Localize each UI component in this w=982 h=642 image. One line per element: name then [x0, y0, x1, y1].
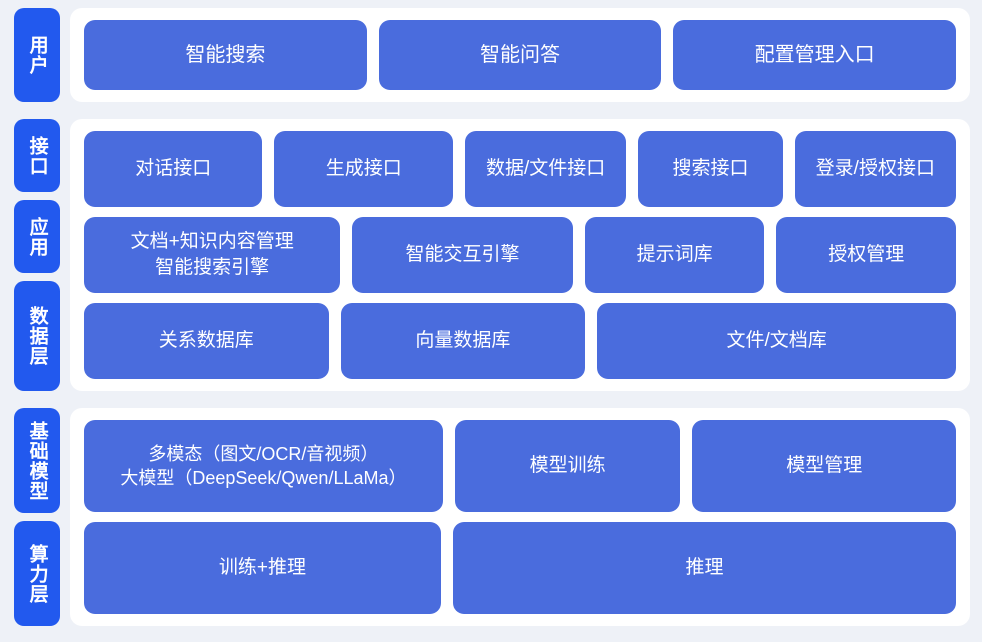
- layer-label-foundation-model[interactable]: 基础模型: [14, 408, 60, 513]
- label-column-user: 用户: [14, 8, 60, 102]
- panel-middle: 对话接口 生成接口 数据/文件接口 搜索接口 登录/授权接口 文档+知识内容管理…: [70, 119, 970, 391]
- box-authorization-management[interactable]: 授权管理: [776, 217, 957, 293]
- layer-label-application[interactable]: 应用: [14, 200, 60, 274]
- box-smart-search[interactable]: 智能搜索: [84, 20, 367, 90]
- box-multimodal-large-model[interactable]: 多模态（图文/OCR/音视频） 大模型（DeepSeek/Qwen/LLaMa）: [84, 420, 443, 512]
- box-model-training[interactable]: 模型训练: [454, 420, 681, 512]
- box-document-knowledge-management-search-engine[interactable]: 文档+知识内容管理 智能搜索引擎: [84, 217, 341, 293]
- row-compute: 训练+推理 推理: [84, 522, 956, 614]
- row-user-entries: 智能搜索 智能问答 配置管理入口: [84, 20, 957, 90]
- layer-label-user[interactable]: 用户: [14, 8, 60, 102]
- box-relational-database[interactable]: 关系数据库: [84, 303, 329, 379]
- box-config-management-entry[interactable]: 配置管理入口: [673, 20, 957, 90]
- label-column-middle: 接口 应用 数据层: [14, 119, 60, 391]
- layer-label-data[interactable]: 数据层: [14, 281, 60, 391]
- row-models: 多模态（图文/OCR/音视频） 大模型（DeepSeek/Qwen/LLaMa）…: [84, 420, 957, 512]
- box-search-interface[interactable]: 搜索接口: [638, 131, 783, 207]
- box-dialog-interface[interactable]: 对话接口: [84, 131, 263, 207]
- box-prompt-library[interactable]: 提示词库: [584, 217, 765, 293]
- box-generation-interface[interactable]: 生成接口: [274, 131, 453, 207]
- box-inference[interactable]: 推理: [452, 522, 956, 614]
- box-model-management[interactable]: 模型管理: [692, 420, 957, 512]
- box-file-document-library[interactable]: 文件/文档库: [597, 303, 957, 379]
- box-training-and-inference[interactable]: 训练+推理: [84, 522, 441, 614]
- box-smart-interaction-engine[interactable]: 智能交互引擎: [352, 217, 573, 293]
- box-data-file-interface[interactable]: 数据/文件接口: [464, 131, 627, 207]
- row-data-stores: 关系数据库 向量数据库 文件/文档库: [84, 303, 957, 379]
- label-column-bottom: 基础模型 算力层: [14, 408, 60, 626]
- section-user: 用户 智能搜索 智能问答 配置管理入口: [14, 8, 970, 102]
- layer-label-compute[interactable]: 算力层: [14, 521, 60, 626]
- panel-user: 智能搜索 智能问答 配置管理入口: [70, 8, 970, 102]
- section-foundation-model-compute: 基础模型 算力层 多模态（图文/OCR/音视频） 大模型（DeepSeek/Qw…: [14, 408, 970, 626]
- box-vector-database[interactable]: 向量数据库: [340, 303, 586, 379]
- row-interfaces: 对话接口 生成接口 数据/文件接口 搜索接口 登录/授权接口: [84, 131, 956, 207]
- row-applications: 文档+知识内容管理 智能搜索引擎 智能交互引擎 提示词库 授权管理: [84, 217, 957, 293]
- box-login-authorization-interface[interactable]: 登录/授权接口: [794, 131, 956, 207]
- box-smart-qa[interactable]: 智能问答: [378, 20, 662, 90]
- layer-label-interface[interactable]: 接口: [14, 119, 60, 193]
- section-interface-application-data: 接口 应用 数据层 对话接口 生成接口 数据/文件接口 搜索接口 登录/授权接口…: [14, 119, 970, 391]
- panel-bottom: 多模态（图文/OCR/音视频） 大模型（DeepSeek/Qwen/LLaMa）…: [70, 408, 970, 626]
